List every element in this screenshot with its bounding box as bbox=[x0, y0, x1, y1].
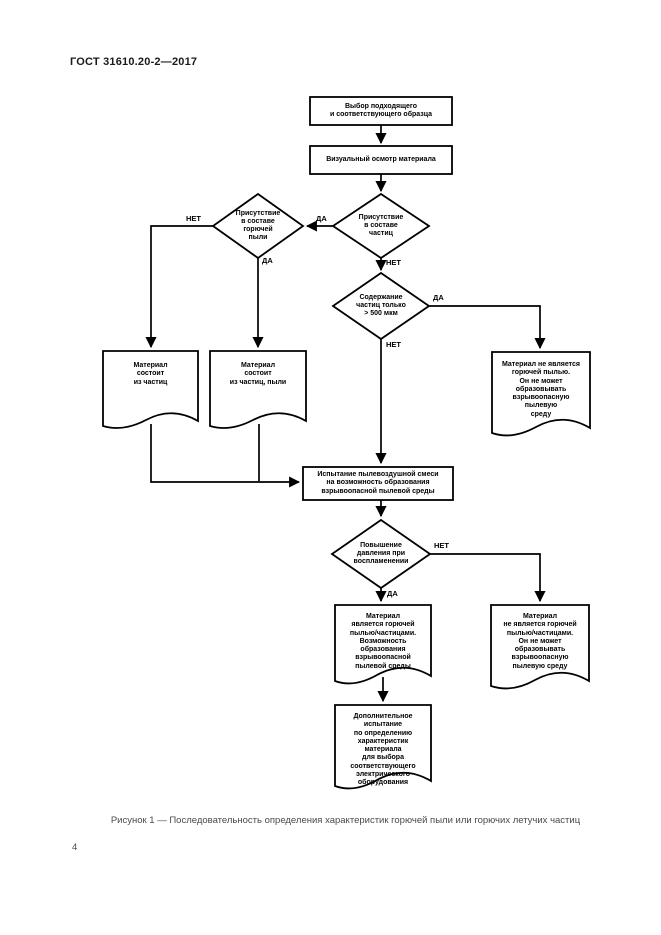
shape-test-mixture bbox=[302, 466, 454, 501]
node-material-particles: Материал состоит из частиц bbox=[133, 362, 168, 386]
node-content-500: Содержание частиц только > 500 мкм bbox=[356, 293, 406, 318]
shape-doc-material-combustible bbox=[334, 604, 432, 685]
node-material-particles-dust: Материал состоит из частиц, пыли bbox=[229, 362, 287, 386]
edge-yes-500-to-doc bbox=[429, 305, 546, 350]
shape-doc-additional-test bbox=[334, 704, 432, 790]
page-number: 4 bbox=[72, 842, 78, 853]
node-additional-test: Дополнительное испытание по определению … bbox=[350, 713, 416, 786]
edge-label-yes-pressure: ДА bbox=[387, 589, 398, 598]
document-header: ГОСТ 31610.20-2—2017 bbox=[70, 56, 198, 68]
node-presence-dust: Присутствие в составе горючей пыли bbox=[235, 209, 281, 242]
shape-presence-dust bbox=[211, 192, 305, 260]
edge-label-yes-dust: ДА bbox=[262, 256, 273, 265]
flowchart-connectors bbox=[145, 125, 546, 703]
shape-content-500 bbox=[331, 271, 431, 341]
node-visual-inspection: Визуальный осмотр материала bbox=[326, 155, 436, 163]
edge-no-dust-to-doc bbox=[145, 225, 213, 349]
edge-label-no-pressure: НЕТ bbox=[434, 541, 449, 550]
flowchart-shapes bbox=[102, 96, 591, 790]
figure-caption: Рисунок 1 — Последовательность определен… bbox=[110, 815, 581, 826]
shape-presence-particles bbox=[331, 192, 431, 260]
edge-label-yes-particles: ДА bbox=[316, 214, 327, 223]
edge-label-no-particles: НЕТ bbox=[386, 258, 401, 267]
node-presence-particles: Присутствие в составе частиц bbox=[358, 213, 404, 238]
node-material-not-dust: Материал не является горючей пылью. Он н… bbox=[501, 361, 580, 418]
edge-label-no-dust: НЕТ bbox=[186, 214, 201, 223]
node-select-sample: Выбор подходящего и соответствующего обр… bbox=[329, 102, 433, 118]
edge-label-yes-500: ДА bbox=[433, 293, 444, 302]
node-material-combustible: Материал является горючей пылью/частицам… bbox=[349, 613, 417, 670]
shape-doc-material-particles-dust bbox=[209, 350, 307, 429]
node-pressure-rise: Повышение давления при воспламенении bbox=[353, 541, 409, 566]
shape-doc-material-not-dust bbox=[491, 351, 591, 437]
node-material-not-combustible: Материал не является горючей пылью/части… bbox=[503, 613, 577, 670]
shape-visual-inspection bbox=[309, 145, 453, 175]
node-test-mixture: Испытание пылевоздушной смеси на возможн… bbox=[317, 471, 439, 495]
edge-no-pressure-to-doc bbox=[430, 553, 546, 603]
shape-pressure-rise bbox=[330, 518, 432, 590]
edge-docs-to-test bbox=[150, 424, 301, 488]
shape-select-sample bbox=[309, 96, 453, 126]
shape-doc-material-particles bbox=[102, 350, 199, 429]
edge-label-no-500: НЕТ bbox=[386, 340, 401, 349]
shape-doc-material-not-combustible bbox=[490, 604, 590, 690]
